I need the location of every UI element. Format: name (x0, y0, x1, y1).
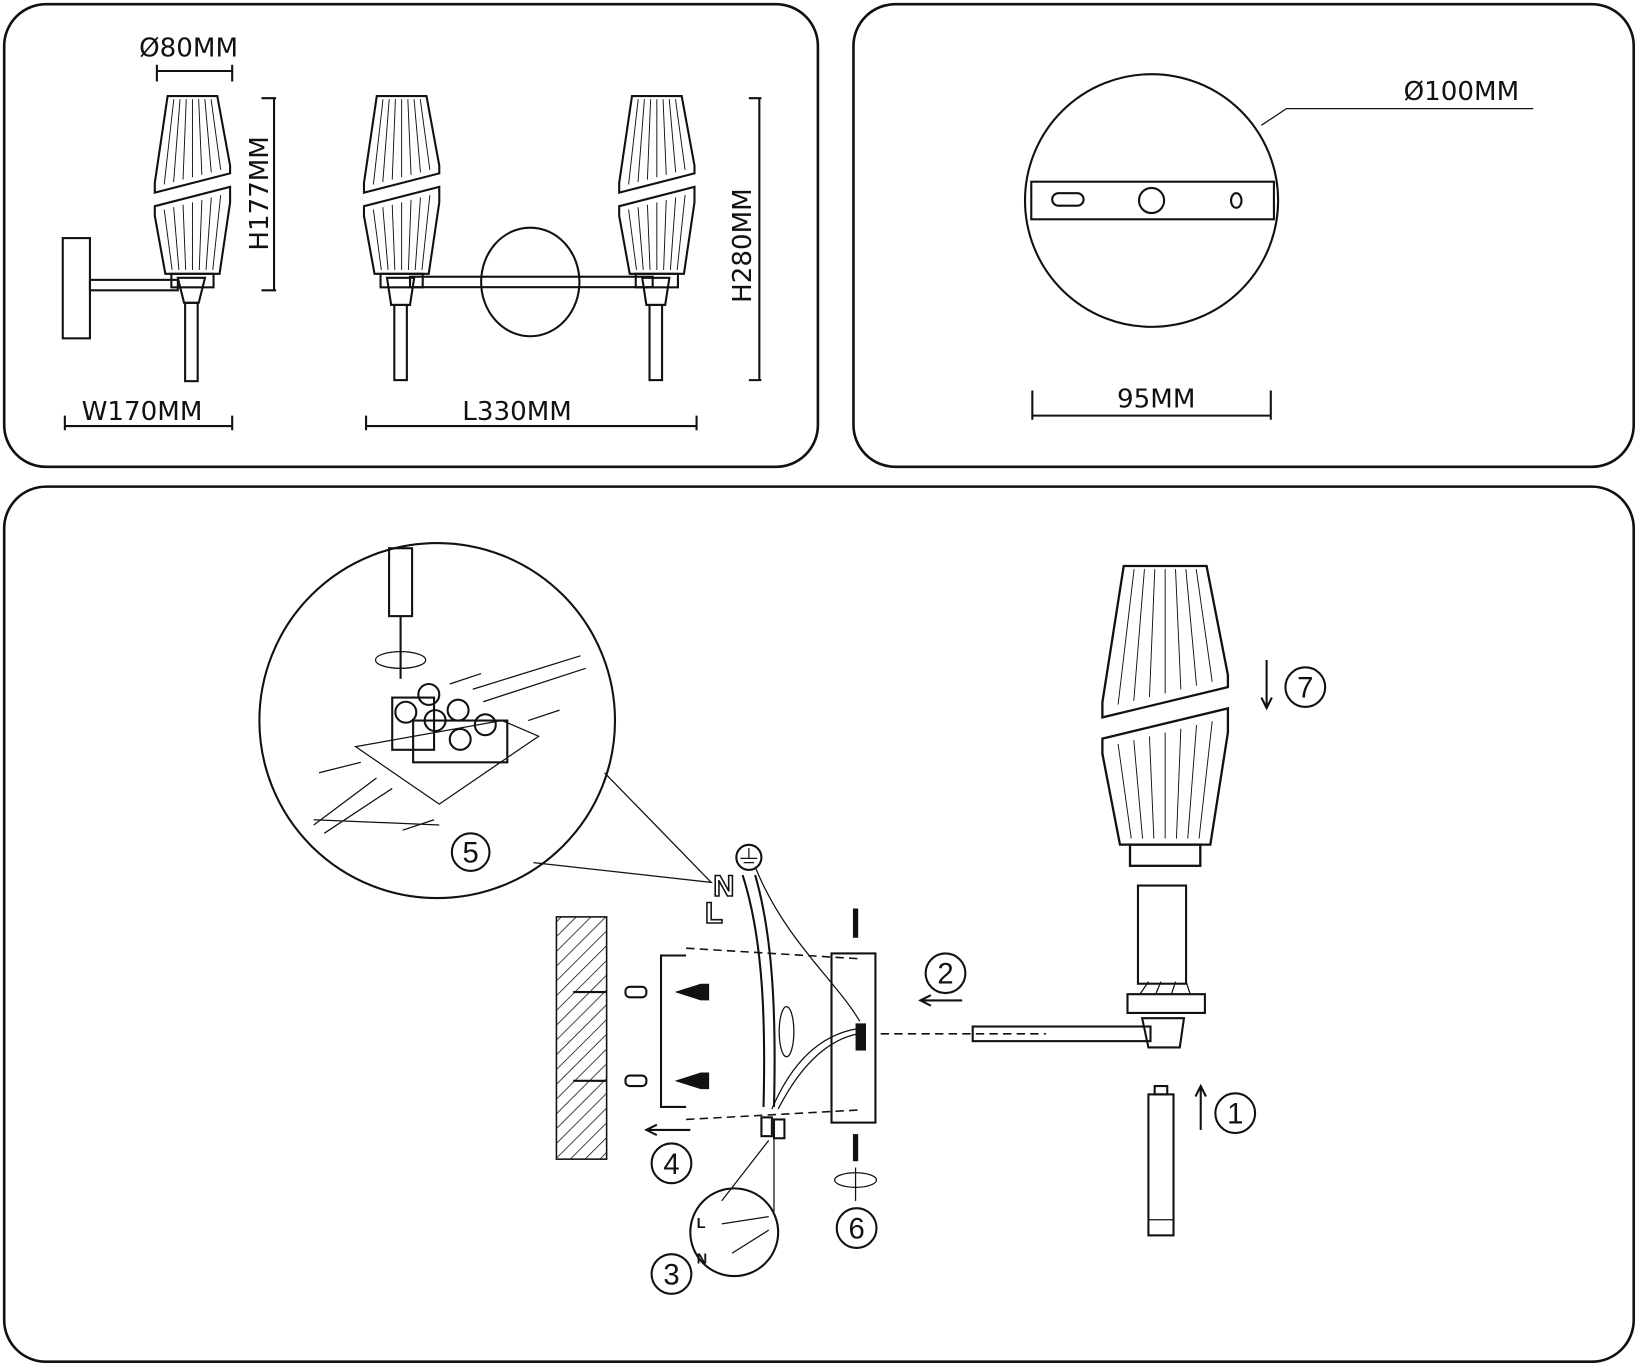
detail-live-label: L (697, 1216, 706, 1232)
lamp-socket-cover (1136, 884, 1188, 985)
mounting-bracket (659, 954, 687, 1108)
shade-height-label: H177MM (245, 136, 275, 250)
shade-diameter-label: Ø80MM (139, 33, 238, 63)
mount-width-label: 95MM (1117, 384, 1195, 414)
wall-plate-front (480, 226, 581, 338)
ground-icon (735, 843, 763, 871)
detail-neutral-label: N (697, 1252, 708, 1268)
step-1: 1 (1227, 1099, 1243, 1131)
neutral-wire-label: N (713, 871, 734, 903)
wall-anchor (624, 1074, 648, 1088)
base-diameter-label: Ø100MM (1404, 77, 1520, 107)
wall-anchor (624, 985, 648, 999)
terminal-block-detail (313, 547, 586, 834)
height-label: H280MM (728, 188, 758, 302)
lamp-shade (1101, 564, 1230, 867)
wall-plate (830, 952, 877, 1124)
width-label: W170MM (82, 397, 203, 427)
length-label: L330MM (462, 397, 572, 427)
screw-icon (674, 983, 710, 1001)
step-4: 4 (663, 1149, 679, 1181)
lamp-shade (618, 95, 696, 289)
dimensions-panel: Ø80MM H177MM W170MM L330MM H280MM (2, 2, 820, 469)
step-6: 6 (848, 1214, 864, 1246)
step-3: 3 (663, 1259, 679, 1291)
lamp-shade (362, 95, 441, 289)
step-7: 7 (1297, 673, 1313, 705)
wall (555, 916, 608, 1160)
step-2: 2 (937, 959, 953, 991)
installation-panel: 5 N L L N (2, 485, 1636, 1364)
step-5: 5 (463, 838, 479, 870)
screw-icon (674, 1072, 710, 1090)
live-wire-label: L (705, 898, 723, 930)
base-plate-panel: Ø100MM 95MM (852, 2, 1636, 469)
